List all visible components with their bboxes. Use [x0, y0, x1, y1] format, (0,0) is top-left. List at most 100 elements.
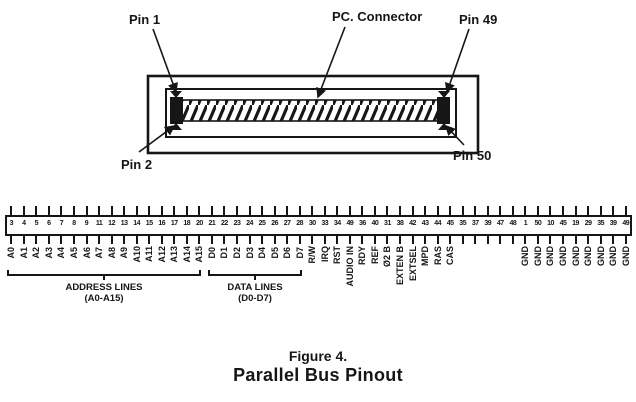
tick-mark [22, 206, 25, 215]
tick-mark [98, 206, 101, 215]
tick-mark [511, 236, 514, 244]
pin-signal-label: D7 [294, 247, 305, 259]
connector-outer-outline [146, 74, 480, 155]
pin-signal-label: A7 [94, 247, 105, 259]
tick-mark [373, 236, 376, 244]
tick-mark [536, 236, 539, 244]
pin-number: 45 [446, 220, 454, 227]
pin-signal-label: A11 [144, 246, 155, 263]
pin-signal-label: A12 [156, 246, 167, 263]
pin-signal-label: EXTEN B [395, 246, 405, 286]
data-lines-brace [208, 270, 302, 280]
tick-mark [198, 236, 201, 244]
pin-number: 35 [597, 220, 605, 227]
tick-mark [436, 236, 439, 244]
connector-contact-strip [173, 99, 447, 122]
pin-signal-label: GND [583, 246, 594, 266]
pin-signal-label: D3 [244, 247, 255, 259]
pin-signal-label: GND [620, 246, 631, 266]
pin-number: 18 [183, 220, 191, 227]
pin-number: 15 [145, 220, 153, 227]
tick-mark [60, 236, 63, 244]
tick-mark [35, 236, 38, 244]
tick-mark [223, 206, 226, 215]
tick-mark [47, 236, 50, 244]
tick-mark [373, 206, 376, 215]
tick-mark [399, 236, 401, 244]
tick-mark [98, 236, 101, 244]
tick-mark [47, 206, 50, 215]
tick-mark [486, 206, 489, 215]
pin-number: 17 [170, 220, 178, 227]
pin-signal-label: D0 [206, 247, 217, 259]
pin-number: 37 [471, 220, 479, 227]
tick-mark [574, 206, 577, 215]
pin-signal-label: A5 [68, 247, 79, 259]
tick-mark [286, 236, 289, 244]
address-lines-brace [7, 270, 201, 280]
pin-number: 13 [120, 220, 128, 227]
pin-number: 9 [84, 220, 89, 227]
pin-signal-label: GND [532, 246, 543, 266]
pin-number: 50 [534, 220, 542, 227]
pc-connector-label: PC. Connector [332, 9, 422, 24]
pin-signal-label: A0 [6, 247, 17, 259]
tick-mark [524, 206, 527, 215]
pin-number: 16 [158, 220, 166, 227]
pin-number: 27 [283, 220, 291, 227]
pin-2-leader-line [138, 125, 176, 153]
pin-number: 38 [396, 220, 404, 227]
pin-signal-label: GND [558, 246, 569, 266]
tick-mark [311, 206, 314, 215]
tick-mark [286, 206, 289, 215]
tick-mark [436, 206, 439, 215]
tick-mark [424, 206, 427, 215]
pin-number: 8 [72, 220, 76, 227]
pin-number: 33 [321, 220, 329, 227]
pin-49-leader-line [445, 28, 470, 94]
pin-signal-label: Ø2 B [382, 246, 393, 268]
pin-number: 34 [333, 220, 341, 227]
tick-mark [624, 206, 627, 215]
tick-mark [511, 206, 514, 215]
pin-signal-label: GND [608, 246, 619, 266]
tick-mark [210, 236, 213, 244]
figure-title: Parallel Bus Pinout [233, 365, 403, 385]
tick-mark [424, 236, 427, 244]
tick-mark [386, 206, 389, 215]
pin-number: 39 [484, 220, 492, 227]
pin-number: 39 [609, 220, 617, 227]
tick-mark [461, 206, 464, 215]
tick-mark [273, 236, 276, 244]
pin-signal-label: D5 [269, 247, 280, 259]
tick-mark [336, 236, 339, 244]
pin-signal-label: RDY [357, 246, 368, 266]
pin-signal-label: GND [570, 246, 581, 266]
tick-mark [185, 206, 188, 215]
tick-mark [599, 236, 602, 244]
tick-mark [624, 236, 627, 244]
tick-mark [311, 236, 314, 244]
tick-mark [85, 206, 88, 215]
pin-50-label: Pin 50 [453, 148, 491, 163]
pin-number: 3 [9, 220, 14, 227]
pin-50-leader-line [444, 124, 465, 146]
pin-signal-label: REF [369, 246, 380, 264]
pin-49-50-pad [437, 97, 450, 124]
pin-2-label: Pin 2 [121, 157, 152, 172]
tick-mark [449, 236, 452, 244]
